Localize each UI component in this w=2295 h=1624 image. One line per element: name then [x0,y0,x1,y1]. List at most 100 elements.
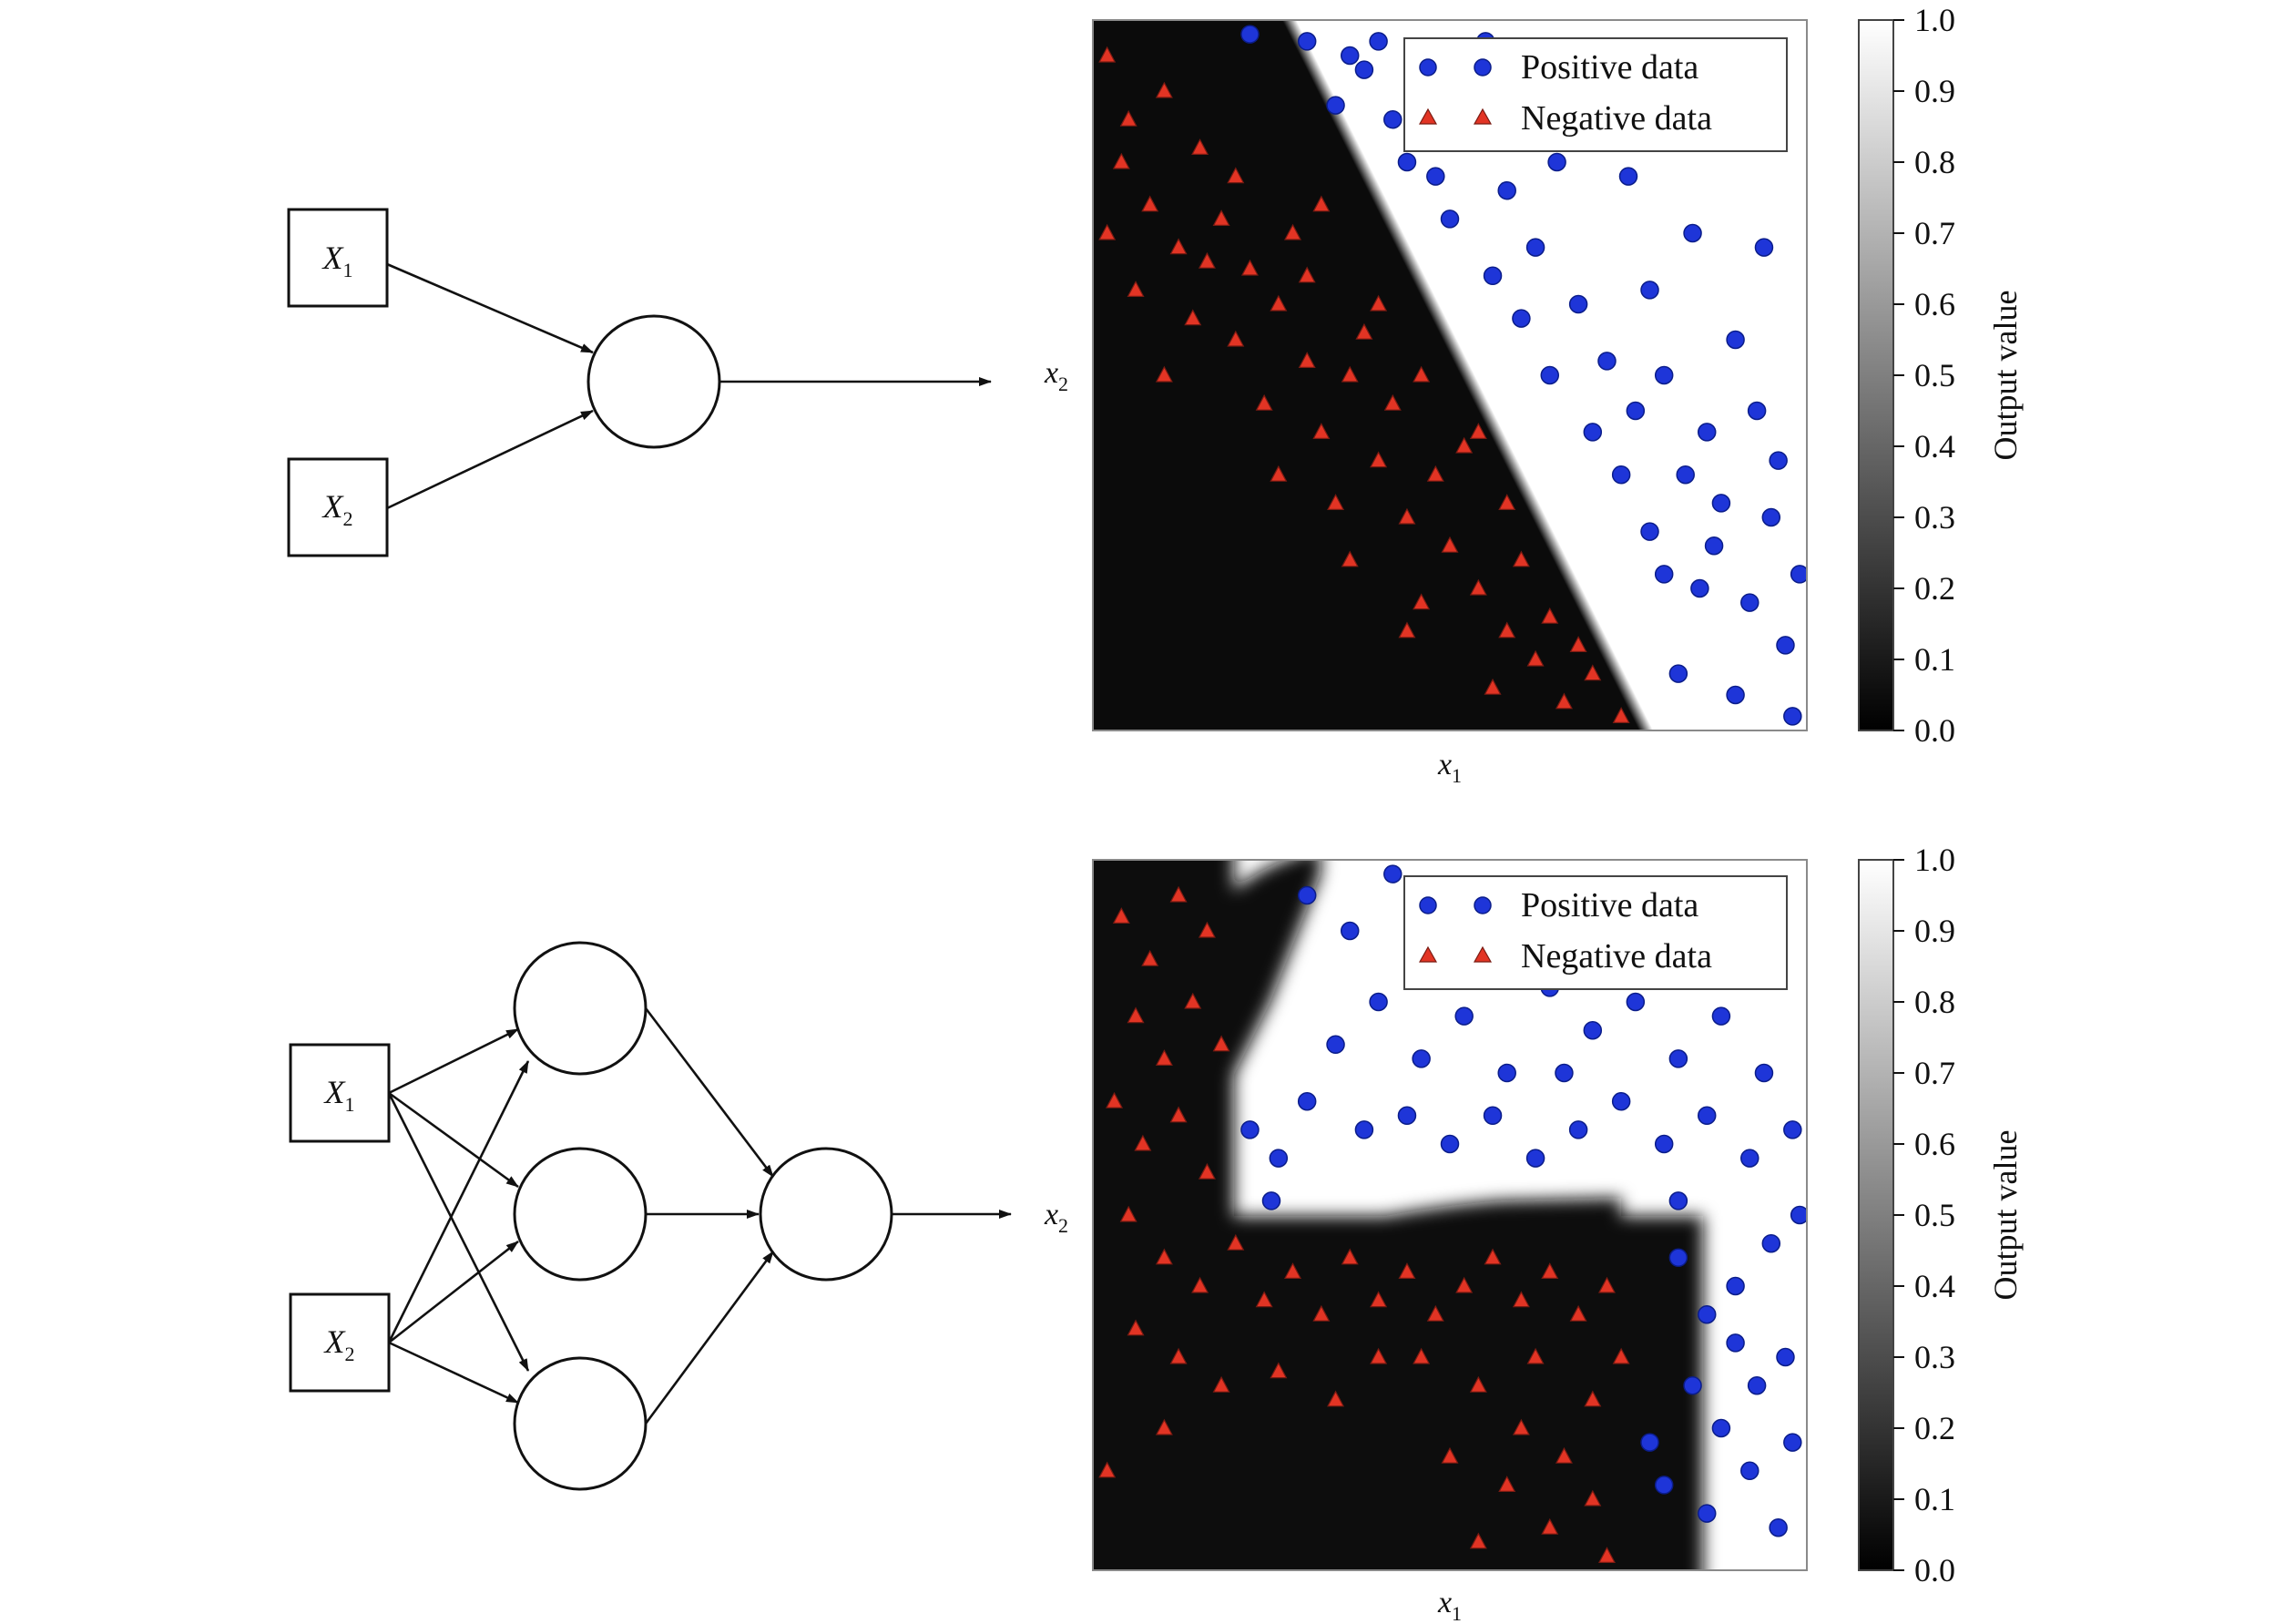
negative-point [1413,365,1431,383]
negative-point [1469,1375,1487,1393]
input-label: X [323,1323,347,1360]
positive-point [1297,885,1317,905]
input-label: X [323,1074,347,1110]
legend: Positive data Negative data [1403,37,1788,152]
positive-point [1426,167,1445,186]
positive-point [1726,330,1745,350]
colorbar-tick-label: 0.0 [1914,712,1955,749]
edge-x2-output [386,409,594,510]
colorbar-tick-label: 0.8 [1914,144,1955,180]
negative-point [1355,322,1373,340]
negative-point [1370,1347,1388,1364]
negative-point [1106,1091,1124,1108]
positive-point [1354,1120,1374,1139]
negative-point [1498,1476,1516,1492]
negative-point [1441,536,1459,553]
colorbar-gradient [1858,859,1894,1571]
legend-negative-marker [1473,945,1493,963]
negative-point [1112,152,1130,169]
colorbar: 1.00.90.80.70.60.50.40.30.20.10.0 Output… [1858,2,2024,749]
negative-point [1526,649,1545,667]
negative-point [1112,907,1130,924]
colorbar-tick-label: 0.8 [1914,984,1955,1020]
input-subscript: 1 [345,1093,355,1116]
positive-point [1383,109,1402,129]
positive-point [1747,401,1767,421]
edge-x1-h3 [387,1092,530,1372]
negative-point [1569,1304,1587,1322]
svg-text:X1: X1 [323,1074,355,1116]
colorbar-tick-label: 1.0 [1914,842,1955,878]
colorbar-tick-label: 0.6 [1914,286,1955,322]
positive-point [1354,60,1374,79]
negative-point [1370,451,1388,468]
negative-point [1426,465,1444,482]
colorbar-tick-label: 1.0 [1914,2,1955,38]
plot-frame [1092,859,1808,1571]
positive-point [1790,565,1807,584]
positive-point [1383,864,1402,883]
x-axis-label: x1 [1437,1586,1462,1624]
colorbar-tick-label: 0.5 [1914,1197,1955,1233]
negative-point [1512,1291,1530,1308]
negative-point [1155,365,1173,383]
edge-x1-h2 [388,1091,519,1189]
positive-point [1597,352,1617,371]
negative-point [1184,992,1202,1009]
negative-point [1441,1446,1459,1464]
negative-point [1327,1390,1345,1407]
svg-text:X2: X2 [323,1323,355,1365]
positive-point [1690,578,1709,598]
decision-plot-nonlinear: x2 x1 Positive data Negative data 1.00.9… [1044,842,2024,1624]
negative-point [1212,1035,1230,1052]
positive-point [1440,1134,1460,1154]
positive-point [1726,685,1745,705]
negative-point [1469,578,1487,596]
positive-point [1747,1375,1767,1395]
colorbar-tick-label: 0.1 [1914,641,1955,678]
input-subscript: 2 [343,507,353,530]
positive-point [1583,1020,1603,1040]
colorbar-tick-label: 0.5 [1914,357,1955,393]
negative-point [1484,678,1502,695]
negative-point [1127,1006,1145,1024]
negative-point [1541,607,1559,624]
legend-positive-marker [1419,896,1437,914]
positive-point [1654,365,1674,385]
positive-point [1697,1504,1717,1523]
negative-point [1341,365,1359,383]
positive-point [1297,1091,1317,1111]
positive-point [1568,1120,1588,1139]
legend-positive-label: Positive data [1521,886,1698,924]
positive-point [1261,1191,1281,1210]
colorbar-tick-label: 0.0 [1914,1552,1955,1588]
negative-point [1398,1262,1416,1279]
negative-point [1169,1347,1188,1364]
colorbar-gradient [1858,19,1894,731]
positive-point [1611,465,1631,485]
y-axis-label: x2 [1044,356,1068,395]
input-node-x1: X1 [289,1043,391,1143]
positive-point [1769,451,1788,470]
negative-point [1155,81,1173,98]
positive-point [1540,365,1560,385]
negative-point [1469,423,1487,439]
input-node-x2: X2 [287,457,389,557]
negative-point [1141,949,1159,966]
colorbar-tick-label: 0.4 [1914,1268,1955,1304]
negative-point [1512,1418,1530,1435]
input-label: X [321,488,345,525]
negative-point [1270,1362,1288,1379]
positive-point [1618,167,1638,186]
negative-point [1370,294,1388,312]
negative-point [1455,436,1474,454]
negative-point [1341,1248,1359,1265]
negative-point [1255,393,1273,411]
negative-point [1134,1134,1152,1151]
negative-point [1597,1547,1616,1563]
positive-point [1340,921,1360,941]
two-layer-network-diagram: X1 X2 [289,941,1012,1491]
edge-h1-output [644,1007,775,1178]
positive-point [1497,1063,1516,1083]
